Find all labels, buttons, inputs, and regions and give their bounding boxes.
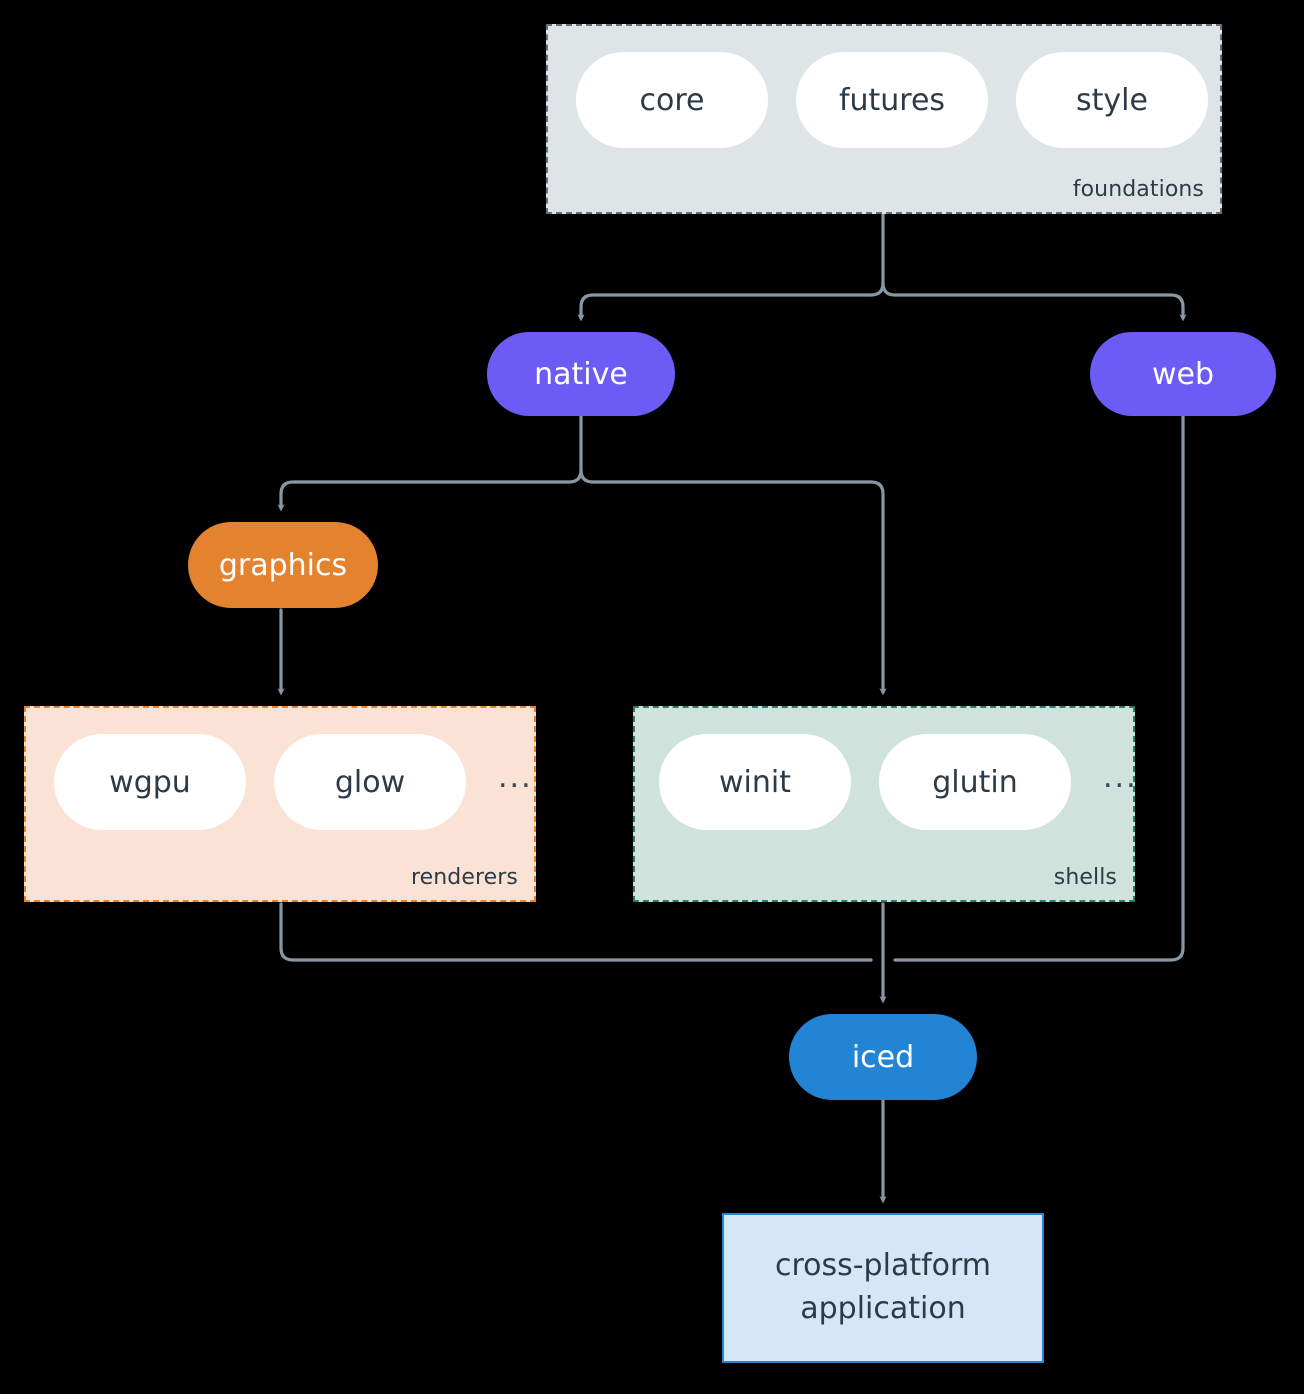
module-winit-label: winit xyxy=(719,764,791,800)
renderers-overflow-ellipsis: ... xyxy=(498,760,533,795)
module-futures[interactable]: futures xyxy=(796,52,988,148)
edge-foundations-web xyxy=(881,281,1187,322)
node-cross-platform-application[interactable]: cross-platform application xyxy=(722,1213,1044,1363)
module-core[interactable]: core xyxy=(576,52,768,148)
module-glow[interactable]: glow xyxy=(274,734,466,830)
shells-items: winit glutin ... xyxy=(659,734,1138,830)
node-graphics[interactable]: graphics xyxy=(188,522,378,608)
edge-renderers-iced xyxy=(279,902,873,962)
foundations-group-label: foundations xyxy=(1072,177,1204,202)
application-line-2: application xyxy=(800,1291,966,1326)
edge-native-graphics xyxy=(277,468,583,512)
module-style-label: style xyxy=(1076,82,1148,118)
module-wgpu[interactable]: wgpu xyxy=(54,734,246,830)
edge-foundations-native xyxy=(577,281,885,322)
edge-native-shells xyxy=(579,468,887,696)
node-native[interactable]: native xyxy=(487,332,675,416)
shells-group-label: shells xyxy=(1053,865,1117,890)
renderers-group-label: renderers xyxy=(410,865,518,890)
renderers-group: wgpu glow ... renderers xyxy=(24,706,536,902)
module-style[interactable]: style xyxy=(1016,52,1208,148)
shells-overflow-ellipsis: ... xyxy=(1103,760,1138,795)
node-native-label: native xyxy=(534,356,628,392)
module-futures-label: futures xyxy=(838,82,946,118)
module-winit[interactable]: winit xyxy=(659,734,851,830)
node-web-label: web xyxy=(1151,356,1215,392)
foundations-items: core futures style xyxy=(576,52,1208,148)
node-graphics-label: graphics xyxy=(218,547,348,583)
module-wgpu-label: wgpu xyxy=(109,764,191,800)
node-web[interactable]: web xyxy=(1090,332,1276,416)
application-line-1: cross-platform xyxy=(774,1248,992,1284)
node-iced[interactable]: iced xyxy=(789,1014,977,1100)
renderers-items: wgpu glow ... xyxy=(54,734,533,830)
module-glow-label: glow xyxy=(334,764,406,800)
shells-group: winit glutin ... shells xyxy=(633,706,1138,902)
module-glutin-label: glutin xyxy=(932,764,1018,800)
module-glutin[interactable]: glutin xyxy=(879,734,1071,830)
node-iced-label: iced xyxy=(851,1039,915,1075)
module-core-label: core xyxy=(639,82,705,118)
foundations-group: core futures style foundations xyxy=(546,24,1222,214)
